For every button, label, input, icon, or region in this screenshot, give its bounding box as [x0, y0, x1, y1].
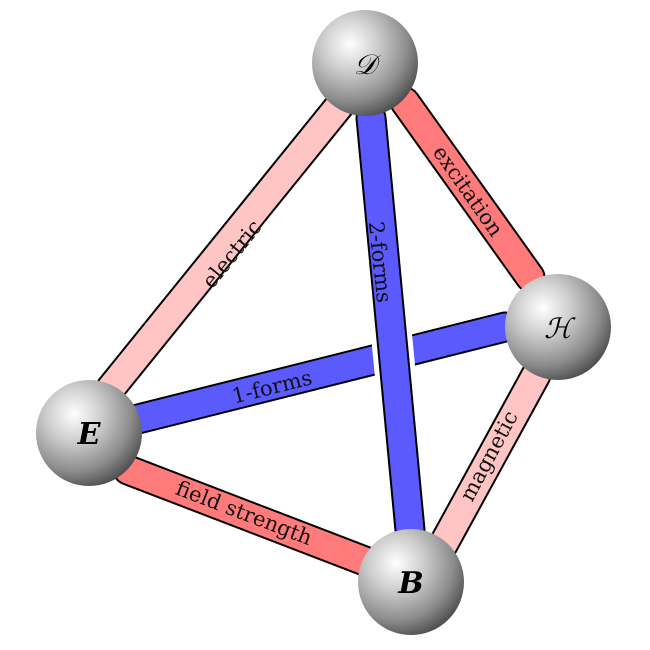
excitation-bar: [391, 88, 544, 291]
node-b: B: [358, 529, 464, 635]
edge-one-forms: [122, 311, 521, 435]
label-field-strength: field strength: [173, 476, 316, 550]
sphere-b: [358, 529, 464, 635]
edge-electric: [95, 89, 356, 404]
sphere-e: [36, 380, 142, 486]
node-d: 𝒟: [312, 10, 418, 116]
edge-field-strength: [112, 454, 386, 579]
one-forms-bar: [124, 313, 519, 433]
label-excitation: excitation: [428, 141, 508, 241]
node-b-label: B: [397, 566, 423, 601]
node-h-label: ℋ: [544, 312, 576, 345]
field-strength-bar: [114, 456, 384, 577]
edge-excitation: [389, 86, 546, 293]
two-forms-bar: [357, 104, 424, 544]
electric-bar: [97, 91, 354, 402]
sphere-d: [312, 10, 418, 116]
edge-magnetic: [427, 359, 552, 561]
edge-two-forms: [350, 102, 431, 546]
node-e-label: E: [77, 417, 102, 452]
node-h: ℋ: [505, 274, 611, 380]
magnetic-bar: [429, 361, 550, 559]
node-e: E: [36, 380, 142, 486]
sphere-h: [505, 274, 611, 380]
